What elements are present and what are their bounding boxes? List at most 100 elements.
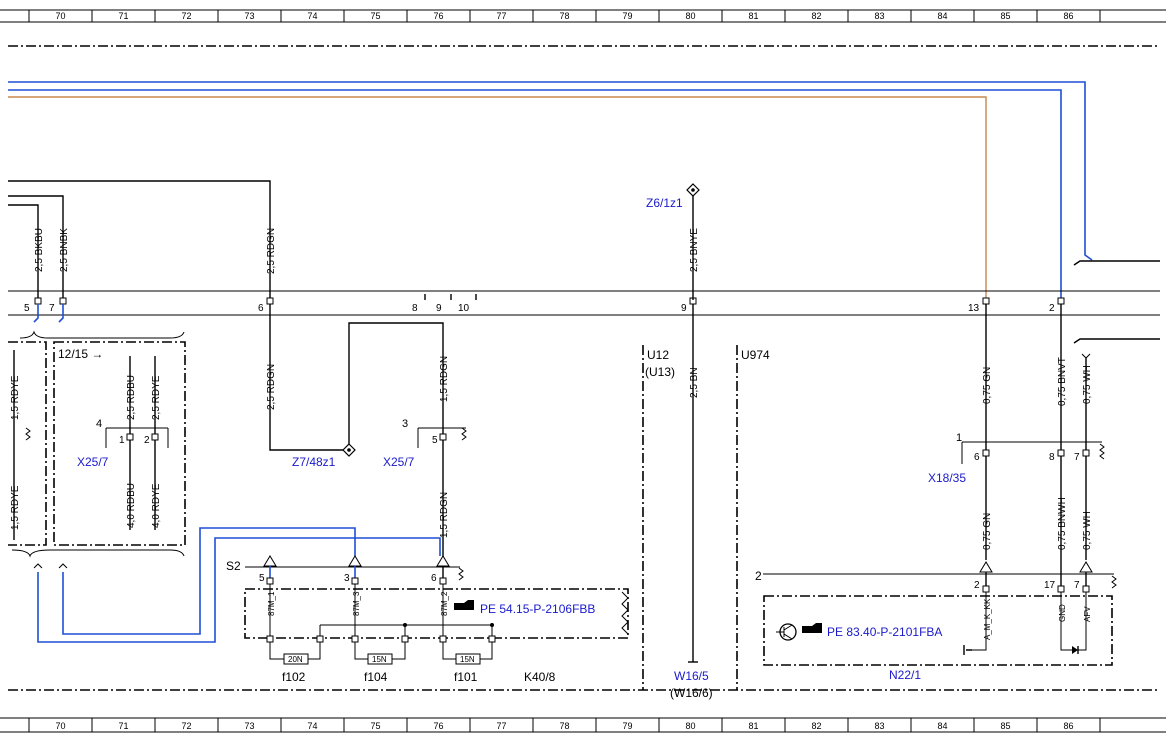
pin-6: 6 [258, 303, 264, 314]
pin-k40-5: 5 [259, 573, 265, 584]
pin-n22-17: 17 [1044, 580, 1056, 591]
fuse-rating-15-a: 15N [372, 655, 387, 664]
blue-wire-top [8, 81, 1093, 261]
ruler-cell-86: 86 [1063, 721, 1073, 731]
diode-icon [1072, 646, 1078, 654]
wire-label-wh-top: 0,75 WH [1082, 365, 1093, 404]
stub-left-lower-2 [58, 563, 68, 569]
label-n22: N22/1 [889, 668, 921, 682]
triangle-k40-3 [348, 555, 362, 567]
wire-label-bnye: 2,5 BNYE [689, 228, 700, 272]
pin-k40-3: 3 [344, 573, 350, 584]
reference-k40[interactable]: PE 54.15-P-2106FBB [480, 602, 595, 616]
ground-x25-right-icon [461, 427, 467, 441]
ruler-cell-84: 84 [937, 721, 947, 731]
label-x25-left: X25/7 [77, 455, 109, 469]
pin-x18-1: 1 [956, 432, 962, 444]
ground-k40-icon [458, 567, 464, 581]
ruler-cell-81: 81 [748, 721, 758, 731]
ruler-cell-71: 71 [118, 721, 128, 731]
fuse-rating-20: 20N [288, 655, 303, 664]
wire-wh-top-stub [1081, 353, 1091, 359]
wire-label-rdgn-mid: 2,5 RDGN [266, 364, 277, 410]
relay-label-m1: 87M_1 [267, 591, 276, 616]
ruler-cell-78: 78 [559, 721, 569, 731]
pin-n22-2-outer: 2 [755, 569, 762, 583]
fuse-f101-icon [455, 653, 481, 665]
pin-x18-8: 8 [1049, 452, 1055, 463]
pin-8: 8 [412, 303, 418, 314]
ruler-cell-72: 72 [181, 721, 191, 731]
pin-5: 5 [24, 303, 30, 314]
connector-x25-left-body [105, 427, 169, 448]
label-u13: (U13) [645, 365, 675, 379]
n22-module-frame [763, 595, 1113, 666]
wire-label-rdye-bot: 4,0 RDYE [151, 483, 162, 528]
wire-label-rdgn-top: 2,5 RDGN [266, 228, 277, 274]
triangle-k40-5 [263, 555, 277, 567]
frame-brace-bottom [11, 549, 185, 558]
black-wire-rdgn-top [8, 180, 271, 300]
reference-hand-icon-n22 [802, 623, 822, 633]
triangle-n22-2 [979, 561, 993, 573]
wire-label-rdgn-low: 1,5 RDGN [439, 492, 450, 538]
ruler-cell-71: 71 [118, 11, 128, 21]
label-z7: Z7/48z1 [292, 455, 336, 469]
ruler-cell-80: 80 [685, 721, 695, 731]
wire-label-bnwh: 0,75 BNWH [1057, 497, 1068, 550]
n22-ground-icon [963, 645, 972, 655]
wire-label-gn-top: 0,75 GN [982, 367, 993, 404]
label-f104: f104 [364, 670, 388, 684]
label-s2: S2 [226, 559, 241, 573]
ruler-cell-75: 75 [370, 721, 380, 731]
wire-label-rdbu-bot: 4,0 RDBU [126, 483, 137, 528]
wire-blue-stub-left [33, 304, 39, 323]
blue-wire-second [8, 89, 1062, 300]
ruler-cell-70: 70 [55, 721, 65, 731]
triangle-n22-7 [1079, 561, 1093, 573]
k40-internal-wires [269, 584, 493, 640]
wire-label-bkbu: 2,5 BKBU [34, 228, 45, 272]
pin-k40-6: 6 [431, 573, 437, 584]
wire-right-stub-2 [1073, 338, 1160, 344]
fuse-f104-icon [367, 653, 393, 665]
fuse-f102-icon [283, 653, 309, 665]
label-x18: X18/35 [928, 471, 966, 485]
label-u974: U974 [741, 348, 770, 362]
pin-x18-7: 7 [1074, 452, 1080, 463]
label-f102: f102 [282, 670, 306, 684]
frame-brace [19, 330, 185, 339]
module-label-afv: AFV [1083, 606, 1092, 622]
pin-x25r-5: 5 [432, 435, 438, 446]
ruler-cell-80: 80 [685, 11, 695, 21]
ruler-cell-81: 81 [748, 11, 758, 21]
blue-wire-loop-inner [62, 527, 356, 635]
wire-label-rdye-left-top: 1,5 RDYE [10, 375, 21, 420]
ruler-cell-77: 77 [496, 721, 506, 731]
wire-label-rdgn-x25: 1,5 RDGN [439, 356, 450, 402]
ruler-cell-83: 83 [874, 721, 884, 731]
ruler-cell-73: 73 [244, 11, 254, 21]
pin-2: 2 [1049, 303, 1055, 314]
pin-7: 7 [49, 303, 55, 314]
pin-9-a: 9 [436, 303, 442, 314]
ruler-cell-74: 74 [307, 721, 317, 731]
ruler-cell-79: 79 [622, 721, 632, 731]
ruler-cell-85: 85 [1000, 11, 1010, 21]
label-w16-6: (W16/6) [670, 686, 713, 700]
wire-label-rdye-left-bot: 1,5 RDYE [10, 485, 21, 530]
ruler-cell-76: 76 [433, 11, 443, 21]
reference-hand-icon-k40 [454, 600, 474, 610]
wire-label-rdbu-top: 2,5 RDBU [126, 375, 137, 420]
wire-label-bnbk: 2,5 BNBK [59, 228, 70, 272]
ruler-cell-72: 72 [181, 11, 191, 21]
pin-13: 13 [968, 303, 980, 314]
blue-wire-loop-outer [37, 537, 441, 643]
label-u12: U12 [647, 348, 669, 362]
ruler-cell-85: 85 [1000, 721, 1010, 731]
ruler-cell-74: 74 [307, 11, 317, 21]
ground-x18-icon [1099, 443, 1105, 460]
module-label-amkkk: A_M_K_KK [983, 598, 992, 640]
reference-n22[interactable]: PE 83.40-P-2101FBA [827, 625, 942, 639]
